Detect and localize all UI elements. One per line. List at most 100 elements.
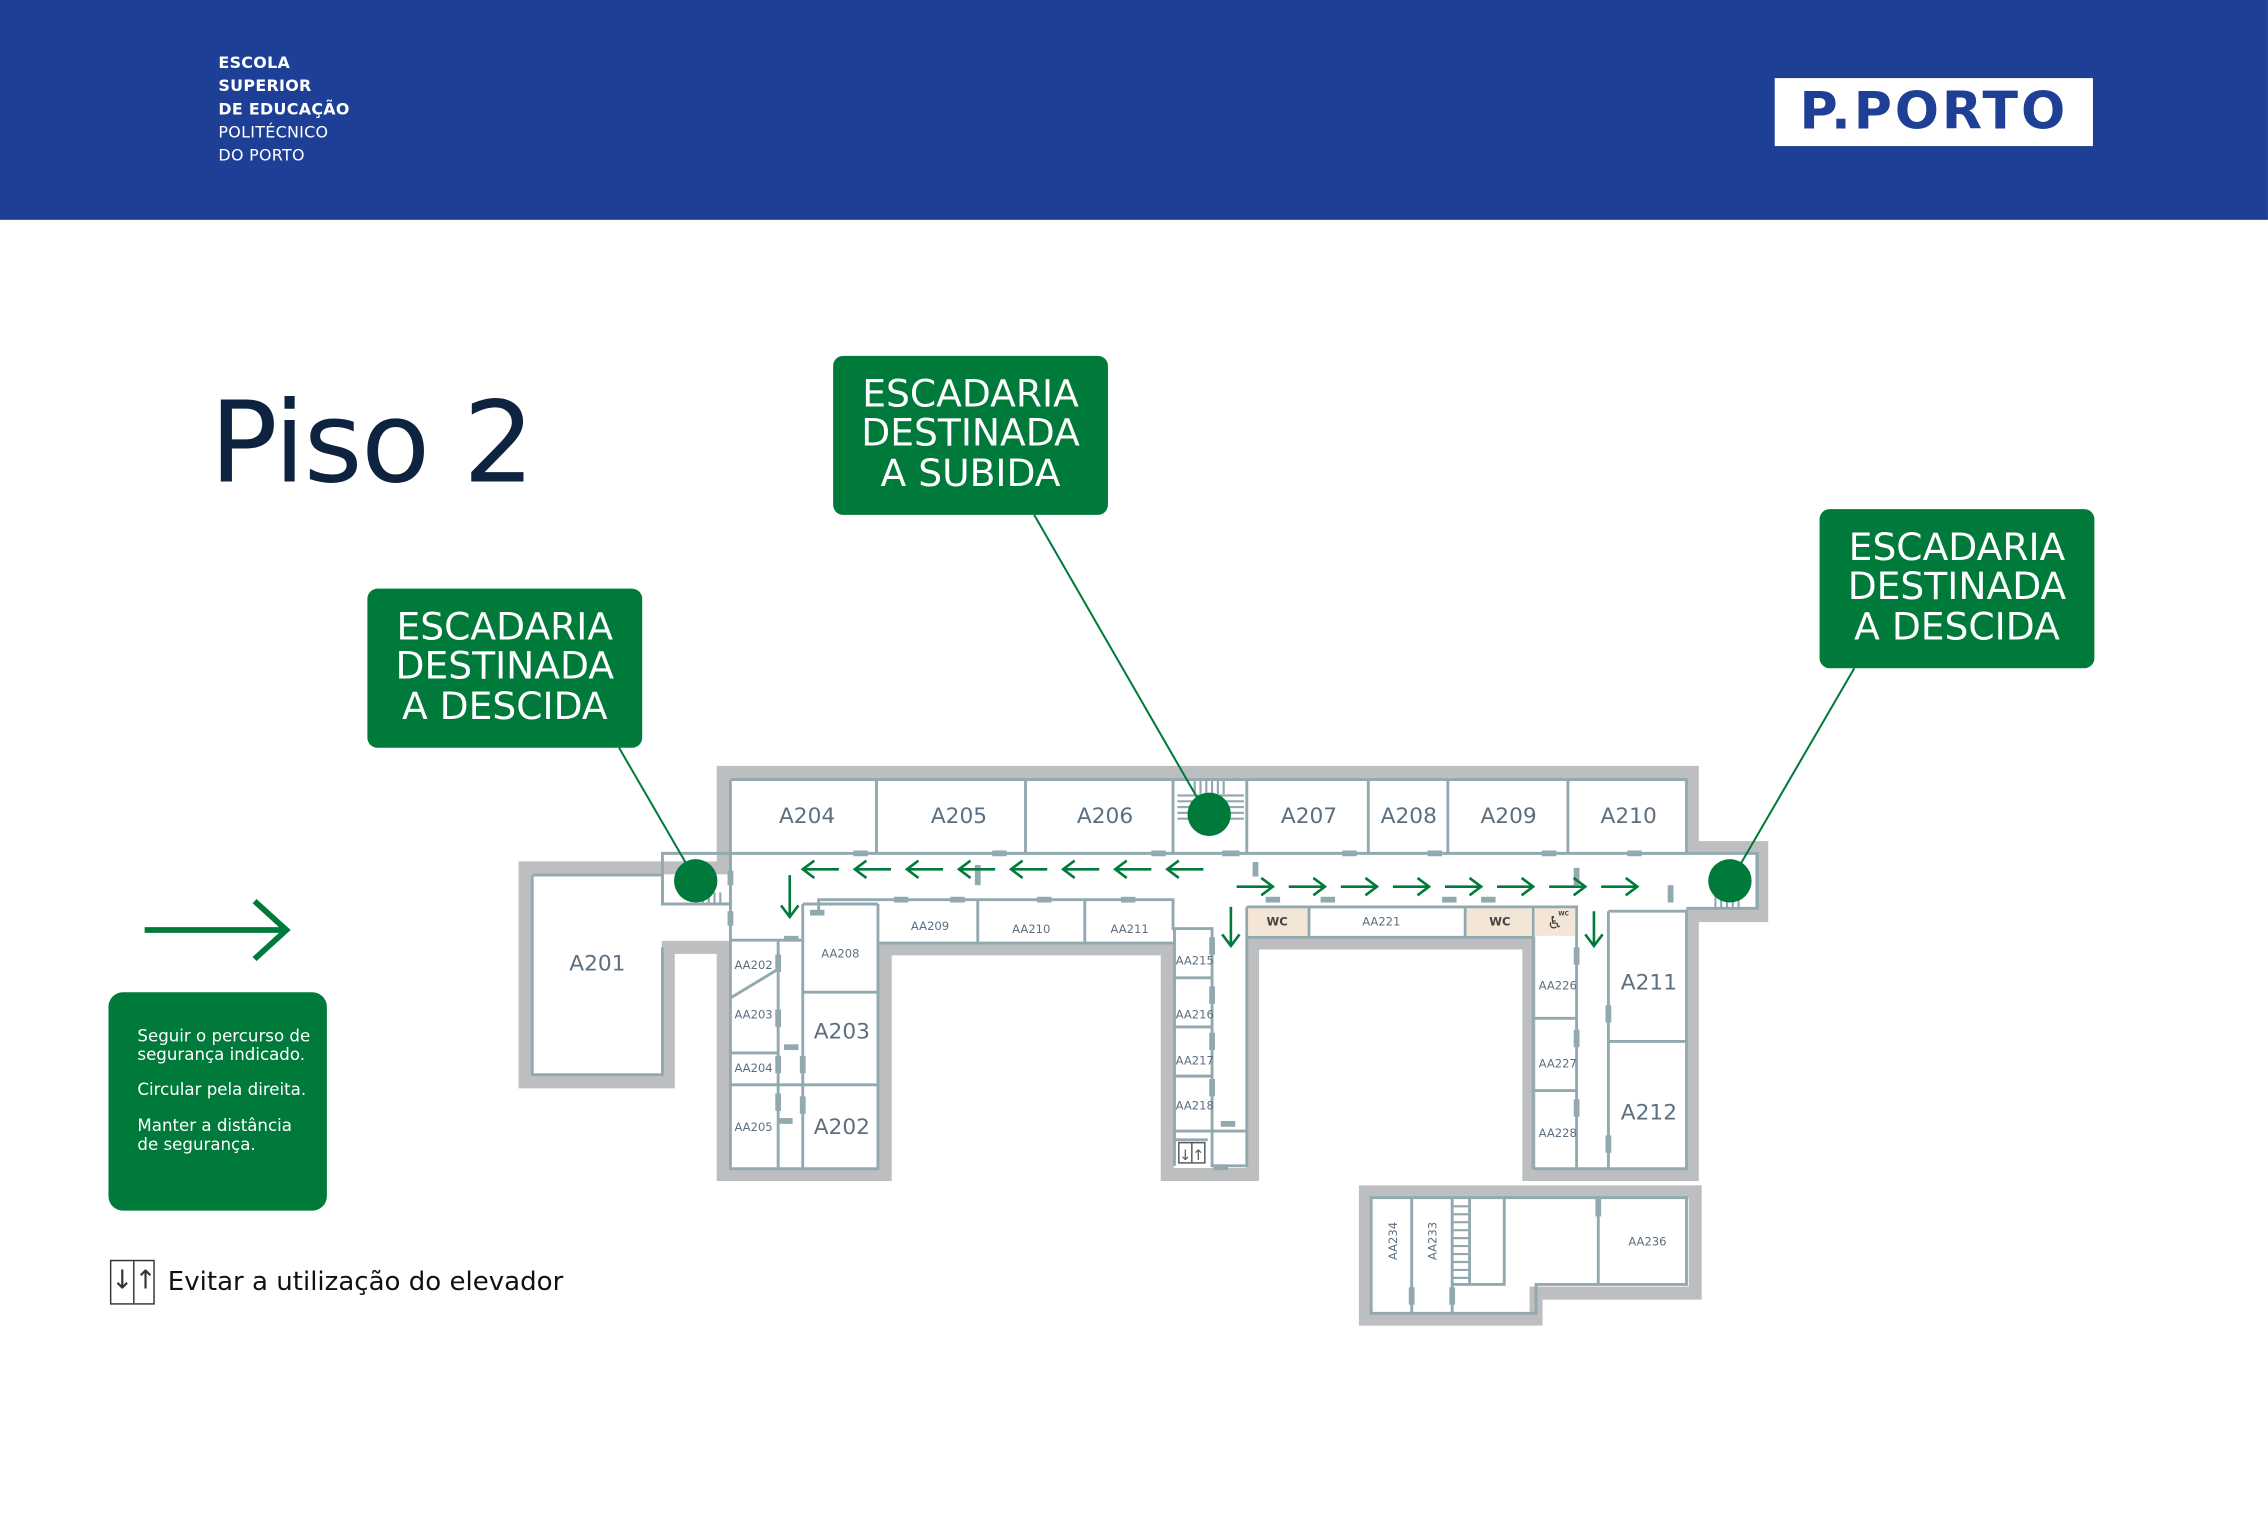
callout-line: A DESCIDA: [1854, 605, 2060, 650]
door: [1265, 896, 1281, 903]
door: [799, 1055, 806, 1074]
door: [1667, 885, 1674, 903]
door: [1320, 896, 1336, 903]
door: [1408, 1287, 1415, 1305]
svg-text:↓: ↓: [1179, 1148, 1191, 1164]
door: [1037, 896, 1052, 903]
down-arrow-icon: ↓: [111, 1261, 135, 1304]
room-label: AA218: [1176, 1098, 1214, 1112]
down-arrow-icon: [1221, 906, 1241, 949]
door: [799, 1096, 806, 1114]
accessible-wc-room: [1534, 908, 1576, 936]
annex-wall: [1358, 1185, 1702, 1326]
door: [1605, 1135, 1612, 1153]
door: [775, 1093, 782, 1111]
door: [893, 896, 909, 903]
door: [1222, 850, 1240, 857]
plan-elevator-icon: ↓ ↑: [1178, 1141, 1206, 1164]
room-label: AA226: [1539, 978, 1577, 992]
wc-room: [1466, 908, 1532, 936]
callout-line: ESCADARIA: [1848, 526, 2066, 570]
leader-line: [1033, 514, 1199, 799]
door: [1573, 867, 1580, 886]
door: [1605, 1005, 1612, 1023]
room-label: AA208: [821, 947, 859, 961]
room-label: AA221: [1362, 915, 1400, 929]
leader-line: [618, 747, 688, 866]
evacuation-route: [780, 859, 1640, 949]
callout-line: ESCADARIA: [862, 372, 1079, 417]
door: [1595, 1199, 1602, 1217]
down-arrow-icon: [1584, 911, 1604, 949]
room-label: AA204: [734, 1061, 772, 1075]
leader-line: [1739, 667, 1856, 866]
door: [1442, 896, 1457, 903]
left-arrow-icon: [1165, 859, 1204, 880]
up-arrow-icon: ↑: [134, 1265, 157, 1296]
door: [1573, 1029, 1580, 1048]
room-label: AA202: [734, 958, 772, 972]
left-arrow-icon: [904, 859, 944, 880]
left-arrow-icon: [800, 859, 839, 880]
door: [1220, 1120, 1236, 1127]
door: [1427, 850, 1443, 857]
door: [1209, 1079, 1215, 1097]
svg-text:↑: ↑: [1192, 1148, 1204, 1164]
room-label: AA216: [1176, 1007, 1214, 1021]
door: [809, 909, 825, 916]
accessible-wc-label: WC: [1558, 912, 1569, 918]
room-label: AA228: [1539, 1126, 1577, 1140]
elevator-legend: ↓ ↑ Evitar a utilização do elevador: [109, 1259, 564, 1305]
door: [1481, 896, 1496, 903]
school-line: DE EDUCAÇÃO: [218, 99, 350, 119]
callout-line: ESCADARIA: [396, 605, 614, 650]
school-line: POLITÉCNICO: [218, 122, 329, 142]
room-label: A211: [1621, 970, 1677, 995]
callout-line: DESTINADA: [1847, 565, 2067, 610]
callout-line: A DESCIDA: [401, 685, 608, 729]
callout-stair-up: ESCADARIA DESTINADA A SUBIDA: [833, 355, 1108, 515]
door: [950, 896, 965, 903]
door: [775, 1055, 782, 1074]
right-arrow-icon: [1340, 876, 1380, 897]
door: [1151, 850, 1166, 857]
left-arrow-icon: [852, 859, 891, 880]
wc-room: [1248, 908, 1308, 936]
room-label: AA203: [734, 1007, 772, 1021]
door: [783, 935, 799, 942]
wc-label: WC: [1489, 915, 1510, 929]
door: [1573, 1099, 1580, 1117]
room-label: A212: [1621, 1101, 1677, 1126]
door: [783, 1044, 799, 1051]
school-line: SUPERIOR: [218, 76, 312, 96]
right-arrow-icon: [1288, 876, 1328, 897]
right-arrow-icon: [1497, 876, 1536, 897]
wc-areas: [1248, 908, 1576, 936]
room-label: A209: [1480, 804, 1536, 829]
callout-stair-down-right: ESCADARIA DESTINADA A DESCIDA: [1819, 509, 2095, 669]
page-title: Piso 2: [209, 378, 535, 510]
door: [1209, 986, 1215, 1004]
door: [1209, 937, 1215, 955]
door: [853, 850, 868, 857]
door: [727, 911, 734, 926]
stair-up-marker: [1187, 792, 1231, 837]
door: [992, 850, 1007, 857]
school-line: DO PORTO: [218, 146, 305, 165]
door: [1213, 1164, 1228, 1171]
room-label: AA211: [1111, 922, 1149, 936]
door: [778, 1118, 793, 1124]
left-arrow-icon: [956, 859, 996, 880]
callout-line: A SUBIDA: [880, 452, 1061, 496]
door: [775, 954, 782, 972]
door: [1573, 947, 1580, 965]
door: [1342, 850, 1357, 857]
door: [974, 864, 981, 886]
right-arrow-icon: [1549, 876, 1588, 897]
door: [727, 870, 734, 886]
pporto-logo: P.PORTO: [1774, 78, 2093, 147]
elevator-legend-text: Evitar a utilização do elevador: [167, 1267, 564, 1298]
school-name: ESCOLA SUPERIOR DE EDUCAÇÃO POLITÉCNICO …: [218, 52, 349, 168]
